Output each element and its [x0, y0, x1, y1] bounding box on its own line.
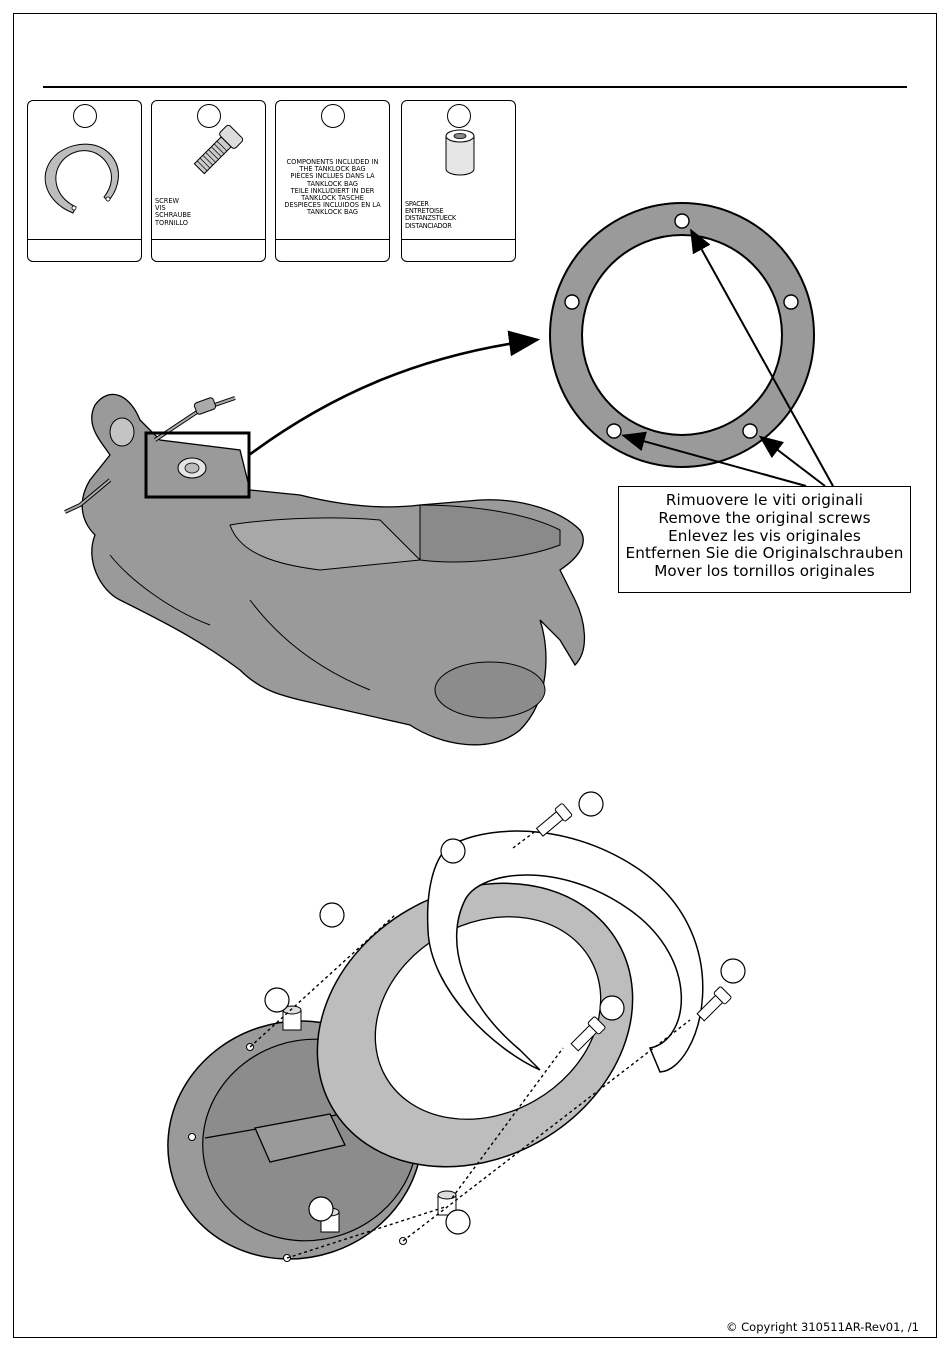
screw-icon	[193, 124, 244, 175]
header-rule	[43, 86, 907, 88]
component-card-ring	[27, 100, 142, 262]
zoomed-tank-ring	[549, 202, 815, 468]
included-label: COMPONENTS INCLUDED IN THE TANKLOCK BAG …	[284, 158, 381, 217]
spacer-icon	[445, 129, 475, 176]
component-card-spacer: SPACER ENTRETOISE DISTANZSTUECK DISTANCI…	[401, 100, 516, 262]
page-frame	[13, 13, 937, 1338]
screw-label: SCREW VIS SCHRAUBE TORNILLO	[155, 197, 192, 227]
note-line-en: Remove the original screws	[658, 508, 871, 527]
card-divider	[152, 239, 265, 240]
remove-screws-note: Rimuovere le viti originali Remove the o…	[618, 486, 911, 593]
component-number-circle	[72, 104, 97, 128]
card-divider	[276, 239, 389, 240]
component-card-included: COMPONENTS INCLUDED IN THE TANKLOCK BAG …	[275, 100, 390, 262]
screw-pointer-arrows	[621, 228, 834, 487]
note-line-de: Entfernen Sie die Originalschrauben	[625, 544, 904, 563]
tank-ring-icon	[44, 143, 119, 214]
component-number-circle	[196, 104, 221, 128]
motorcycle-drawing	[64, 393, 586, 746]
spacer-label: SPACER ENTRETOISE DISTANZSTUECK DISTANCI…	[405, 200, 456, 230]
component-card-screw: SCREW VIS SCHRAUBE TORNILLO	[151, 100, 266, 262]
zoom-arrow	[248, 330, 541, 457]
note-line-fr: Enlevez les vis originales	[668, 526, 861, 545]
tank-highlight-box	[144, 431, 251, 499]
copyright-footer: © Copyright 310511AR-Rev01, /1	[726, 1320, 919, 1334]
card-divider	[402, 239, 515, 240]
component-number-circle	[320, 104, 345, 128]
exploded-assembly	[167, 791, 746, 1262]
card-divider	[28, 239, 141, 240]
note-line-es: Mover los tornillos originales	[654, 562, 875, 581]
component-number-circle	[446, 104, 471, 128]
note-line-it: Rimuovere le viti originali	[665, 491, 864, 509]
